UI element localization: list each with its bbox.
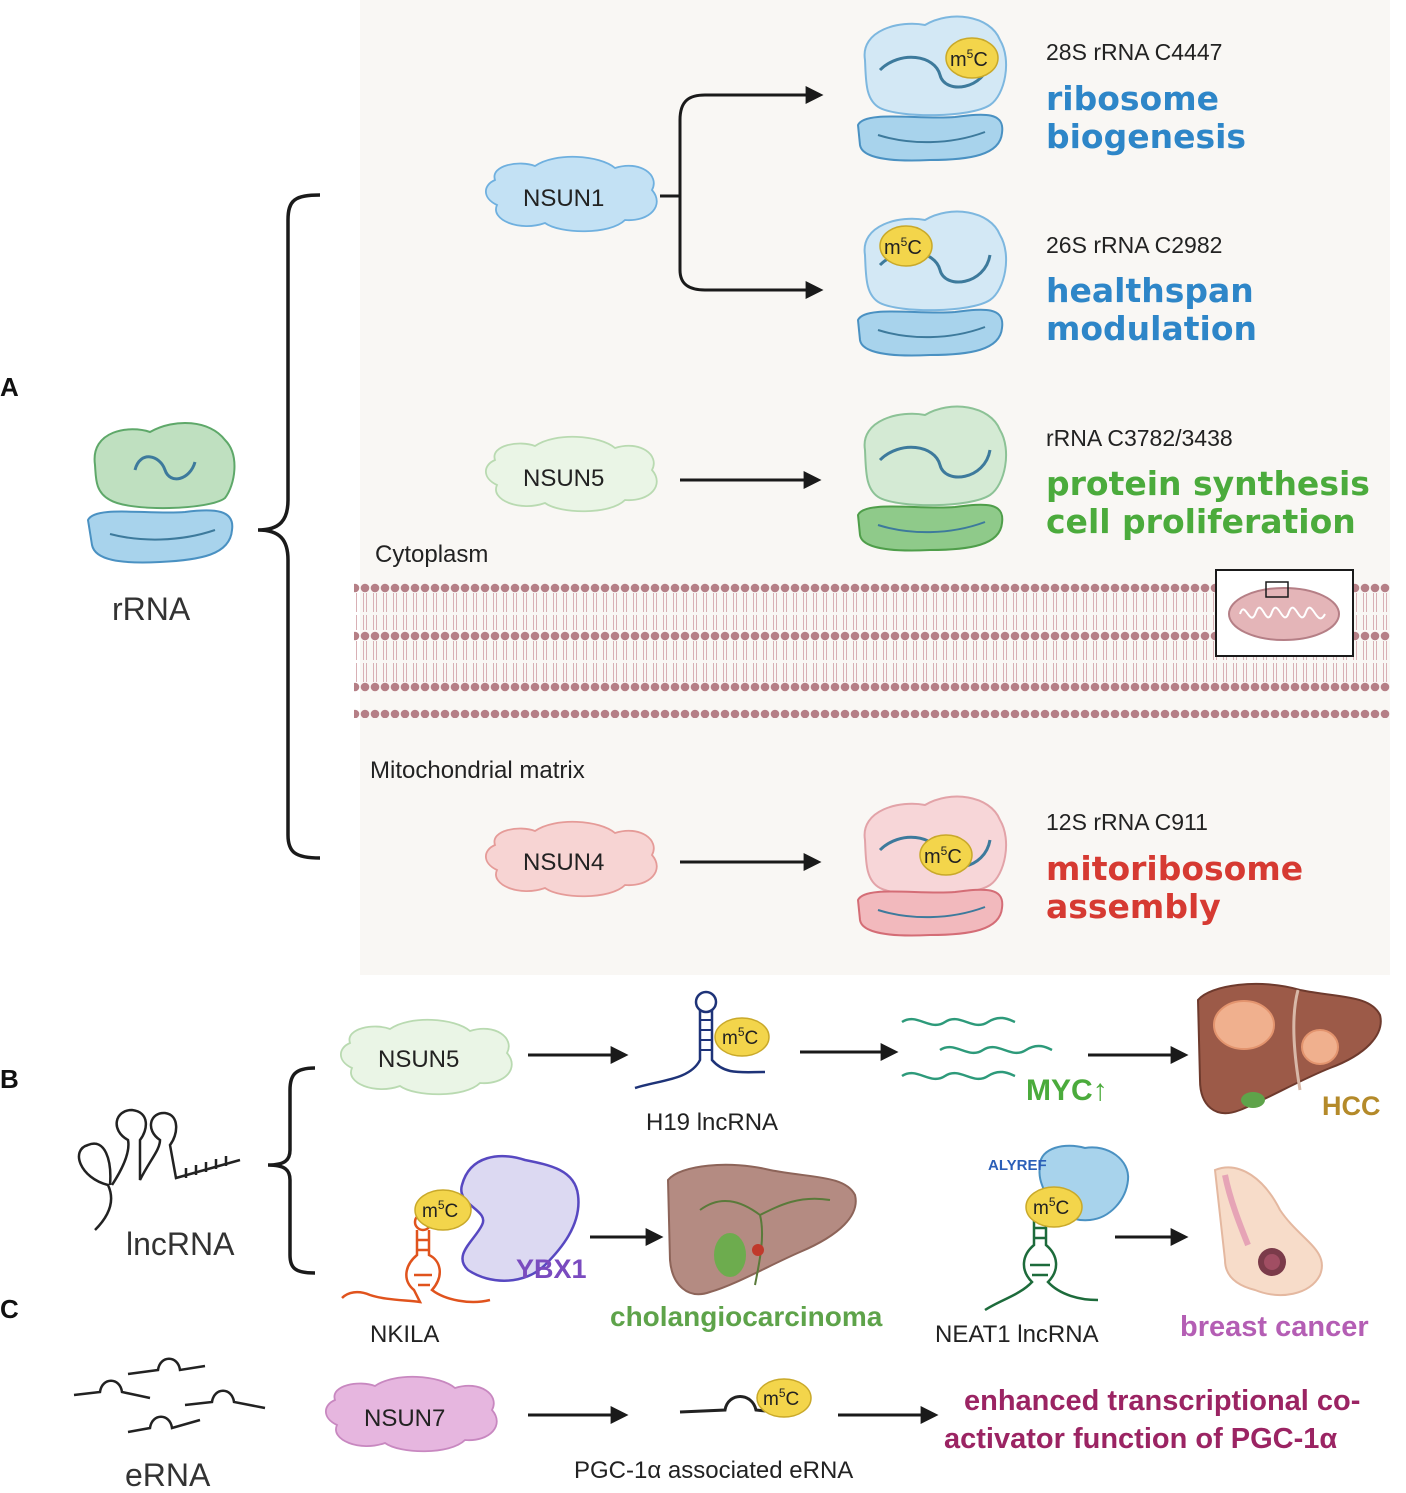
ribosome-nsun5-icon xyxy=(856,405,1008,552)
ribosome-26s-icon xyxy=(856,210,1008,357)
liver-cholangio-icon xyxy=(666,1163,857,1296)
m5c-mark-h19: m5C xyxy=(722,1025,758,1049)
lncrna-label: lncRNA xyxy=(126,1226,235,1262)
rrna-label: rRNA xyxy=(112,591,191,627)
pgc-outcome-line1: enhanced transcriptional co- xyxy=(964,1385,1360,1417)
outcome-nsun5-line1: protein synthesis xyxy=(1046,464,1370,503)
m5c-mark-12s: m5C xyxy=(924,844,962,868)
outcome-12s-line2: assembly xyxy=(1046,887,1221,926)
mitoribosome-12s-icon xyxy=(856,795,1008,937)
nsun5-enzyme-b xyxy=(339,1018,513,1096)
myc-mrna-icon xyxy=(901,1016,1053,1081)
breast-tissue-icon xyxy=(1213,1166,1323,1296)
mitochondrion-icon xyxy=(1215,569,1354,657)
m5c-mark-neat1: m5C xyxy=(1033,1195,1069,1219)
nsun1-label: NSUN1 xyxy=(523,185,604,212)
site-26s-label: 26S rRNA C2982 xyxy=(1046,232,1222,258)
m5c-mark-nkila: m5C xyxy=(422,1198,458,1222)
nsun4-label: NSUN4 xyxy=(523,849,604,876)
m5c-neat1-bubble xyxy=(1025,1186,1083,1228)
m5c-mark-26s: m5C xyxy=(884,235,922,259)
cholangiocarcinoma-label: cholangiocarcinoma xyxy=(610,1301,883,1332)
nsun1-enzyme xyxy=(484,155,658,233)
h19-lncrna-icon xyxy=(634,990,770,1090)
site-28s-label: 28S rRNA C4447 xyxy=(1046,39,1222,65)
m5c-mark-pgc: m5C xyxy=(763,1386,799,1410)
nsun1-arrow-lower xyxy=(678,196,824,299)
erna-icon xyxy=(73,1357,266,1434)
alyref-label: ALYREF xyxy=(988,1157,1047,1174)
panel-label-c: C xyxy=(0,1294,19,1324)
nsun5-b-label: NSUN5 xyxy=(378,1046,459,1073)
nsun7-enzyme xyxy=(324,1375,498,1453)
rrna-brace xyxy=(257,193,321,860)
nsun7-label: NSUN7 xyxy=(364,1405,445,1432)
ybx1-label: YBX1 xyxy=(516,1254,587,1284)
outcome-28s-line2: biogenesis xyxy=(1046,117,1246,156)
outcome-nsun5-line2: cell proliferation xyxy=(1046,502,1356,541)
breast-cancer-label: breast cancer xyxy=(1180,1311,1369,1343)
liver-hcc-icon xyxy=(1196,982,1382,1115)
m5c-mark-28s: m5C xyxy=(950,47,988,71)
rrna-ribosome-icon xyxy=(86,422,236,564)
outcome-26s-line2: modulation xyxy=(1046,309,1257,348)
outcome-12s-line1: mitoribosome xyxy=(1046,849,1303,888)
cytoplasm-label: Cytoplasm xyxy=(375,541,488,568)
lncrna-brace xyxy=(267,1066,316,1275)
site-12s-label: 12S rRNA C911 xyxy=(1046,809,1208,835)
matrix-label: Mitochondrial matrix xyxy=(370,757,585,784)
pgc-erna-label: PGC-1α associated eRNA xyxy=(574,1457,853,1484)
myc-label: MYC↑ xyxy=(1026,1074,1108,1107)
pgc-erna-icon xyxy=(679,1395,776,1414)
site-nsun5-label: rRNA C3782/3438 xyxy=(1046,425,1233,451)
ribosome-28s-icon xyxy=(856,15,1008,162)
h19-label: H19 lncRNA xyxy=(646,1109,778,1136)
outcome-26s-line1: healthspan xyxy=(1046,271,1254,310)
neat1-label: NEAT1 lncRNA xyxy=(935,1321,1099,1348)
hcc-label: HCC xyxy=(1322,1091,1381,1121)
pgc-outcome-line2: activator function of PGC-1α xyxy=(944,1423,1337,1455)
outcome-28s-line1: ribosome xyxy=(1046,79,1219,118)
nkila-label: NKILA xyxy=(370,1321,439,1348)
nsun5-a-label: NSUN5 xyxy=(523,465,604,492)
nsun4-enzyme xyxy=(484,820,658,898)
nsun5-enzyme-a xyxy=(484,435,658,513)
panel-label-b: B xyxy=(0,1064,19,1094)
erna-label: eRNA xyxy=(125,1457,211,1493)
nsun1-arrow-upper xyxy=(660,86,824,198)
ybx1-protein-icon xyxy=(460,1154,580,1282)
panel-label-a: A xyxy=(0,372,19,402)
m5c-pgc-bubble xyxy=(756,1378,812,1418)
lncrna-icon xyxy=(77,1108,241,1231)
m5c-nkila-bubble xyxy=(414,1189,472,1231)
